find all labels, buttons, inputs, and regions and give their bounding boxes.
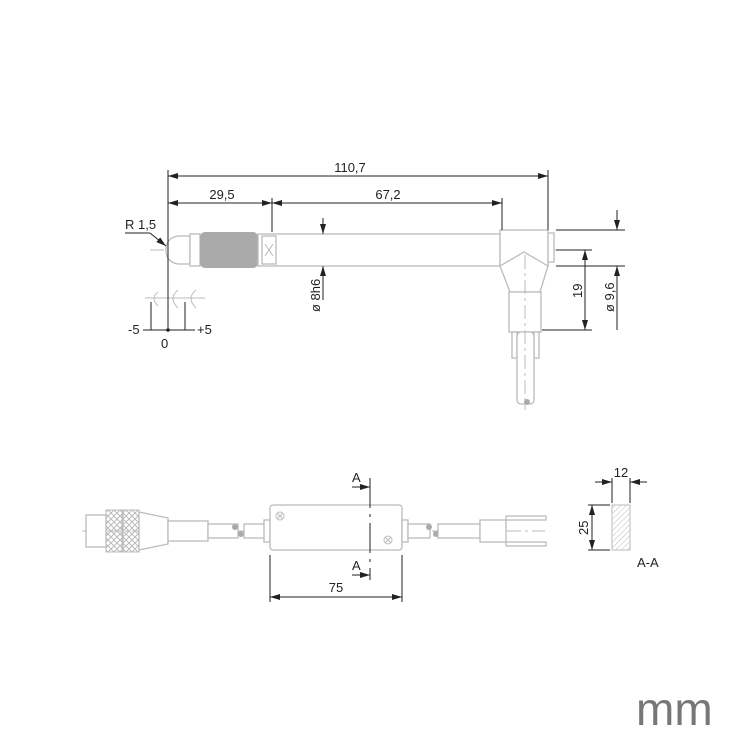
dim-total-label: 110,7	[334, 160, 366, 175]
stroke-minus-label: -5	[128, 322, 140, 337]
stroke-zero-label: 0	[161, 336, 168, 351]
dim-left-label: 29,5	[209, 187, 234, 202]
shaft-diameter-label: ø 8h6	[308, 279, 323, 312]
cable-electronics-view	[82, 504, 631, 553]
section-height-label: 25	[576, 521, 591, 535]
head-diameter-label: ø 9,6	[602, 282, 617, 312]
section-label: A-A	[637, 555, 659, 570]
radius-label: R 1,5	[125, 217, 156, 232]
head-height-label: 19	[570, 284, 585, 298]
section-mark-bottom: A	[352, 558, 361, 573]
section-mark-top: A	[352, 470, 361, 485]
top-dimensions	[125, 170, 625, 332]
bottom-dimensions	[269, 478, 647, 602]
probe-side-view	[145, 229, 560, 410]
section-width-label: 12	[614, 465, 628, 480]
stroke-plus-label: +5	[197, 322, 212, 337]
box-length-label: 75	[329, 580, 343, 595]
dim-right-label: 67,2	[375, 187, 400, 202]
bellows	[200, 232, 258, 268]
unit-label: mm	[636, 683, 713, 735]
